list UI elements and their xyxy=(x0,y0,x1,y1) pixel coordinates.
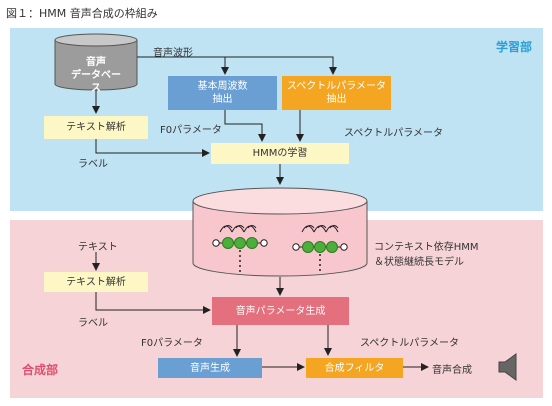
speaker-icon xyxy=(498,353,517,381)
speech-waveform-label: 音声波形 xyxy=(153,48,193,59)
synthesis-text-label: テキスト xyxy=(78,242,118,253)
learning-section-label: 学習部 xyxy=(495,40,532,54)
arrow-label-to-hmm xyxy=(95,139,210,157)
learning-text-analysis-box: テキスト解析 xyxy=(44,116,148,139)
arrow-waveform-to-spectral xyxy=(137,56,337,75)
synthesis-filter-box: 合成フィルタ xyxy=(306,358,403,378)
hmm-model-cylinder xyxy=(192,187,368,277)
learning-f0-param-label: F0パラメータ xyxy=(160,125,222,136)
f0-extraction-box: 基本周波数 抽出 xyxy=(168,76,277,110)
hmm-state-nodes-right xyxy=(292,241,348,253)
context-hmm-label: コンテキスト依存HMM ＆状態継続長モデル xyxy=(374,242,479,268)
synthesized-speech-label: 音声合成 xyxy=(432,365,472,376)
hmm-training-box: HMMの学習 xyxy=(211,143,349,164)
arrow-label-to-paramgen xyxy=(95,292,211,314)
learning-label-text: ラベル xyxy=(78,159,108,170)
arrow-f0-to-hmm xyxy=(224,110,266,142)
hmm-state-nodes-left xyxy=(212,237,268,249)
param-generation-box: 音声パラメータ生成 xyxy=(212,297,349,325)
synthesis-label-text: ラベル xyxy=(78,318,108,329)
synthesis-f0-param-label: F0パラメータ xyxy=(141,338,203,349)
synthesis-section-label: 合成部 xyxy=(22,363,59,377)
synthesis-text-analysis-box: テキスト解析 xyxy=(44,272,148,292)
speech-database-label: 音声 データベース xyxy=(71,57,121,94)
spectral-extraction-box: スペクトルパラメータ 抽出 xyxy=(282,76,391,110)
speech-database-cylinder xyxy=(54,33,138,91)
speech-generation-box: 音声生成 xyxy=(158,358,262,378)
figure-title: 図１：HMM 音声合成の枠組み xyxy=(6,7,158,20)
learning-spectral-param-label: スペクトルパラメータ xyxy=(344,128,443,139)
synthesis-spectral-param-label: スペクトルパラメータ xyxy=(360,338,459,349)
